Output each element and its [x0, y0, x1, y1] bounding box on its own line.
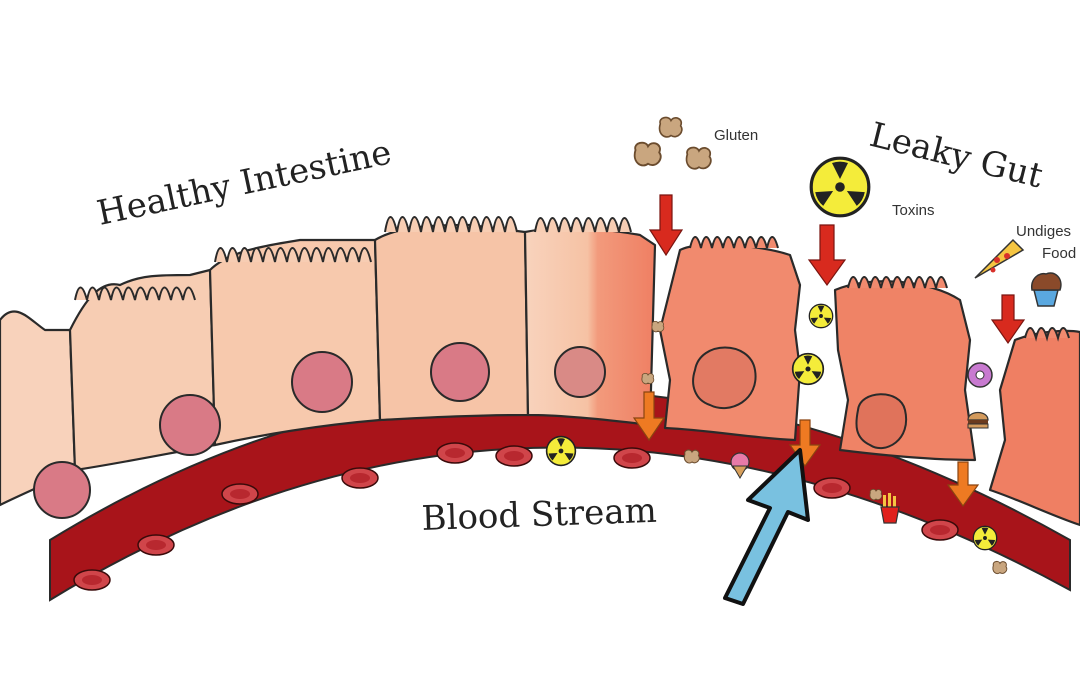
orange-arrow-icon: [632, 391, 666, 442]
rbc: [613, 447, 651, 469]
rbc: [436, 442, 474, 464]
radiation-icon: [809, 156, 871, 218]
fries-icon: [880, 493, 900, 524]
rbc: [495, 445, 533, 467]
gluten-crumb-icon: [992, 560, 1008, 575]
red-arrows: [648, 194, 1026, 345]
healthy-intestine-label: Healthy Intestine: [94, 132, 395, 233]
food-label: Food: [1042, 245, 1076, 262]
ice-cream-icon: [730, 452, 750, 479]
leaky-cell-2: [833, 280, 977, 462]
orange-arrow-icon: [946, 461, 980, 508]
gluten-crumb-icon: [658, 116, 683, 138]
rbc: [341, 467, 379, 489]
radiation-icon: [972, 525, 998, 551]
red-arrow-icon: [990, 294, 1026, 345]
gluten-label: Gluten: [714, 127, 758, 144]
leaky-cell-3: [988, 329, 1080, 527]
gluten-crumb-icon: [651, 320, 665, 333]
rbc: [921, 519, 959, 541]
microvilli-healthy: [74, 216, 632, 301]
gluten-crumb-icon: [683, 449, 700, 464]
red-arrow-icon: [648, 194, 684, 257]
gluten-crumb-icon: [685, 146, 712, 170]
burger-icon: [967, 411, 989, 429]
donut-icon: [967, 362, 993, 388]
undigested-label: Undiges: [1016, 223, 1071, 240]
cell-3: [208, 238, 382, 447]
pizza-icon: [974, 238, 1025, 279]
leaky-gut-label: Leaky Gut: [866, 115, 1047, 197]
radiation-icon: [791, 352, 825, 386]
leaky-cell-1: [658, 243, 802, 442]
blue-arrow-icon: [723, 448, 810, 606]
blood-stream-label: Blood Stream: [421, 491, 657, 539]
gluten-crumb-icon: [633, 141, 662, 167]
gluten-crumb-icon: [869, 488, 883, 501]
radiation-icon: [545, 435, 577, 467]
cupcake-icon: [1031, 272, 1062, 307]
red-arrow-icon: [807, 224, 847, 287]
food-particles: [730, 238, 1062, 524]
toxins-label: Toxins: [892, 202, 935, 219]
radiation-icon: [808, 303, 834, 329]
healthy-cells: [0, 223, 657, 507]
rbc: [73, 569, 111, 591]
rbc: [221, 483, 259, 505]
gluten-crumb-icon: [641, 372, 655, 385]
nuclei: [33, 342, 908, 519]
rbc: [137, 534, 175, 556]
rbc: [813, 477, 851, 499]
microvilli-leaky: [689, 236, 1070, 342]
